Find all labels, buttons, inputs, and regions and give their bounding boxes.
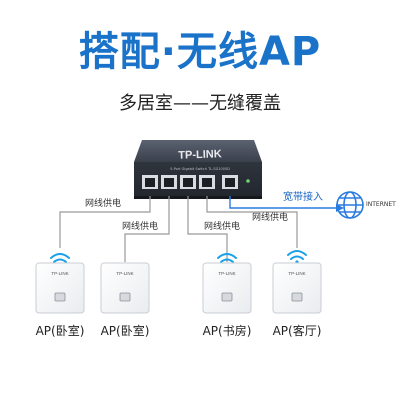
ap-brand-2: TP-LINK [116, 271, 133, 276]
ap-label-2: AP(卧室) [100, 324, 150, 338]
cable-label-2: 网线供电 [122, 220, 158, 232]
ap-label-3: AP(书房) [202, 324, 252, 338]
cable-label-3: 网线供电 [204, 220, 240, 232]
ap-brand-4: TP-LINK [288, 271, 305, 276]
ap-brand-3: TP-LINK [218, 271, 235, 276]
wifi-icon [217, 253, 237, 263]
ap-panel-3: TP-LINK [202, 253, 252, 314]
ap-brand-1: TP-LINK [51, 271, 68, 276]
ap-label-1: AP(卧室) [35, 324, 85, 338]
internet-globe-icon [336, 191, 364, 219]
page-title: 搭配·无线AP [78, 29, 322, 75]
wifi-icon [50, 253, 70, 263]
switch-model-text: 5-Port Gigabit Switch TL-SG1005D [170, 167, 230, 171]
lan-cables [59, 196, 298, 262]
cable-label-3b: 网线供电 [252, 211, 288, 223]
wifi-icon [287, 250, 307, 260]
ap-panel-2: TP-LINK [100, 262, 150, 314]
ap-label-4: AP(客厅) [272, 324, 322, 338]
switch-ports [142, 175, 250, 189]
switch-brand-text: TP-LINK [178, 148, 222, 162]
network-switch: TP-LINK 5-Port Gigabit Switch TL-SG1005D [134, 140, 262, 199]
cable-label-1: 网线供电 [85, 197, 121, 209]
internet-label: INTERNET [366, 201, 396, 208]
ap-panel-1: TP-LINK [35, 253, 85, 314]
wan-label: 宽带接入 [283, 190, 323, 203]
page-subtitle: 多居室——无缝覆盖 [119, 93, 281, 114]
ap-panel-4: TP-LINK [272, 250, 322, 314]
